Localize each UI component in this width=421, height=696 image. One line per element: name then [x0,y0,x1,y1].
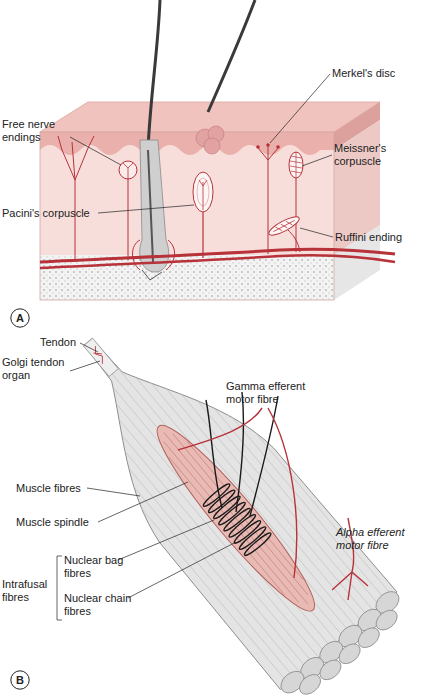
part-label: Gamma efferent motor fibre [226,380,326,406]
part-label: Tendon [40,336,100,349]
part-label: Alpha efferent motor fibre [336,526,412,552]
annulospiral-coil [202,482,273,557]
sensory-fibre [236,392,244,512]
meissner-corpuscle [289,152,303,178]
muscle-spindle [143,413,328,623]
panel-letter: A [10,308,30,328]
part-label: Intrafusal fibres [2,578,56,604]
muscle-striations [37,297,392,683]
sensory-fibre [206,400,222,508]
tendon [83,338,118,376]
bracket [57,556,62,620]
pacinian-corpuscle [193,172,213,212]
leader-lines-a [70,74,333,237]
gamma-fibre [178,408,262,450]
receptors [119,143,303,238]
panel-letter-text: A [10,308,30,328]
dermis [40,145,334,255]
part-label: Golgi tendon organ [2,356,76,382]
part-label: Nuclear bag fibres [64,554,136,580]
panel-letter: B [10,670,30,690]
part-label: Muscle spindle [16,516,100,529]
muscle-belly [30,293,397,689]
skin-block [40,102,380,300]
part-label: Ruffini ending [335,231,421,244]
encapsulated-ending [119,161,137,179]
part-label: Meissner's corpuscle [334,142,420,168]
sensory-fibre [250,396,278,516]
part-label: Nuclear chain fibres [64,592,136,618]
hairs [133,0,256,280]
merkel-disc [256,145,260,149]
gamma-fibre [268,408,297,578]
part-label: Merkel's disc [332,67,420,80]
part-label: Free nerve endings [2,118,74,144]
gland [196,126,224,154]
part-label: Pacini's corpuscle [2,207,102,220]
hair-shaft [208,0,255,112]
part-label: Muscle fibres [16,482,88,495]
leader-lines-b [57,343,236,620]
panel-circle-outline [11,309,29,327]
panel-letter-text: B [10,670,30,690]
fascicle-ends [277,587,412,696]
intrafusal-fibres [155,425,317,612]
follicle-base [142,270,162,280]
ruffini-ending [267,214,302,239]
hair-root [148,150,153,262]
muscle [30,293,413,696]
hair-follicle [140,140,169,272]
motor-sensory-fibres [178,392,368,600]
panel-circle-outline [11,671,29,689]
hair-shaft [148,0,160,150]
